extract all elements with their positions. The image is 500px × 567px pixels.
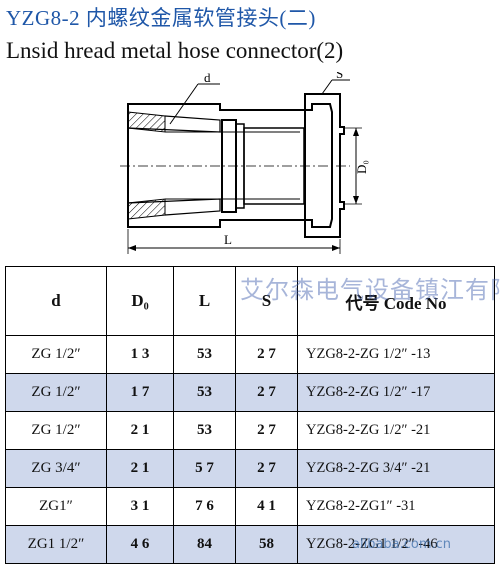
cell-d: ZG 3/4″ [5, 449, 107, 488]
connector-body-outline [127, 103, 333, 228]
table-row: ZG 1/2″ 1 7 53 2 7 YZG8-2-ZG 1/2″ -17 [5, 373, 495, 412]
cell-l: 7 6 [173, 487, 236, 526]
connector-drawing: d S D₀ L [120, 72, 369, 254]
cell-code: YZG8-2-ZG 3/4″ -21 [297, 449, 495, 488]
cell-code: YZG8-2-ZG 1/2″ -13 [297, 335, 495, 374]
table-row: ZG 3/4″ 2 1 5 7 2 7 YZG8-2-ZG 3/4″ -21 [5, 449, 495, 488]
cell-s: 2 7 [235, 373, 298, 412]
cell-l: 53 [173, 373, 236, 412]
cell-d0: 4 6 [106, 525, 174, 564]
table-header-row: d D₀ L S 代号 Code No [5, 266, 495, 336]
page-title-en: Lnsid hread metal hose connector(2) [6, 38, 344, 63]
cell-l: 84 [173, 525, 236, 564]
cell-l: 53 [173, 335, 236, 374]
label-s: S [336, 72, 343, 81]
header-l: L [173, 266, 236, 336]
hex-nut [304, 93, 345, 238]
table-row: ZG1″ 3 1 7 6 4 1 YZG8-2-ZG1″ -31 [5, 487, 495, 526]
header-s: S [235, 266, 298, 336]
spec-table: d D₀ L S 代号 Code No ZG 1/2″ 1 3 53 2 7 Y… [5, 266, 495, 564]
cell-code: YZG8-2-ZG1 1/2″ -46 [297, 525, 495, 564]
cell-s: 2 7 [235, 335, 298, 374]
cell-d0: 2 1 [106, 449, 174, 488]
cell-l: 53 [173, 411, 236, 450]
table-row: ZG 1/2″ 1 3 53 2 7 YZG8-2-ZG 1/2″ -13 [5, 335, 495, 374]
spec-table-container: d D₀ L S 代号 Code No ZG 1/2″ 1 3 53 2 7 Y… [5, 266, 495, 564]
label-l: L [224, 232, 232, 247]
cell-d: ZG1 1/2″ [5, 525, 107, 564]
cell-s: 2 7 [235, 411, 298, 450]
cell-d: ZG 1/2″ [5, 411, 107, 450]
cell-s: 2 7 [235, 449, 298, 488]
cell-d0: 1 3 [106, 335, 174, 374]
cell-s: 4 1 [235, 487, 298, 526]
label-d: d [204, 72, 211, 85]
header-d0: D₀ [106, 266, 174, 336]
cell-d0: 3 1 [106, 487, 174, 526]
label-d0: D₀ [354, 160, 369, 174]
cell-d: ZG 1/2″ [5, 373, 107, 412]
cell-code: YZG8-2-ZG1″ -31 [297, 487, 495, 526]
cell-d: ZG1″ [5, 487, 107, 526]
cell-d0: 2 1 [106, 411, 174, 450]
cell-d: ZG 1/2″ [5, 335, 107, 374]
page-title-cn: YZG8-2 内螺纹金属软管接头(二) [6, 6, 316, 30]
table-row: ZG1 1/2″ 4 6 84 58 YZG8-2-ZG1 1/2″ -46 [5, 525, 495, 564]
table-row: ZG 1/2″ 2 1 53 2 7 YZG8-2-ZG 1/2″ -21 [5, 411, 495, 450]
cell-code: YZG8-2-ZG 1/2″ -17 [297, 373, 495, 412]
header-code: 代号 Code No [297, 266, 495, 336]
cell-l: 5 7 [173, 449, 236, 488]
cell-d0: 1 7 [106, 373, 174, 412]
cell-code: YZG8-2-ZG 1/2″ -21 [297, 411, 495, 450]
cell-s: 58 [235, 525, 298, 564]
header-d: d [5, 266, 107, 336]
